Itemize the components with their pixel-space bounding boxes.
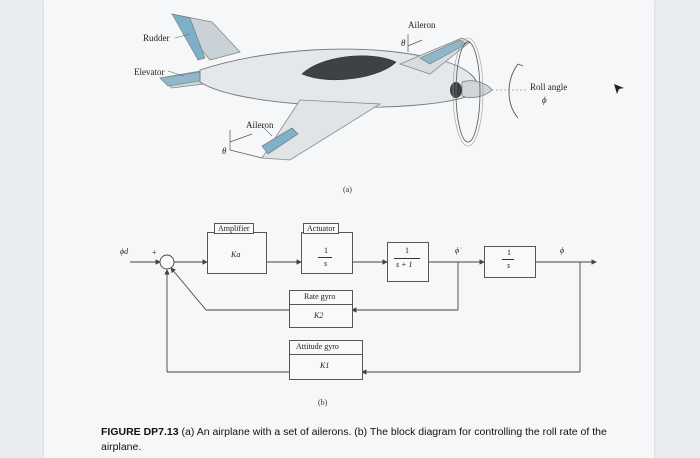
aileron-top-label: Aileron bbox=[408, 20, 436, 30]
attitude-gyro-gain: K1 bbox=[320, 361, 330, 370]
attitude-gyro-block bbox=[289, 340, 363, 380]
plant-fraction-bar bbox=[394, 258, 420, 259]
panel-b-label: (b) bbox=[318, 398, 328, 407]
plant-num: 1 bbox=[405, 246, 409, 255]
actuator-title: Actuator bbox=[303, 223, 339, 234]
roll-angle-phi: ϕ bbox=[542, 95, 547, 105]
rate-gyro-gain: K2 bbox=[314, 311, 324, 320]
amplifier-title: Amplifier bbox=[214, 223, 254, 234]
attitude-gyro-title: Attitude gyro bbox=[296, 342, 339, 351]
sum-plus-sign: + bbox=[152, 248, 157, 257]
input-phi-d-label: ϕd bbox=[120, 247, 129, 256]
caption-figure-number: FIGURE DP7.13 bbox=[101, 426, 179, 438]
plant-den: s + 1 bbox=[396, 260, 413, 269]
actuator-fraction-bar bbox=[318, 257, 332, 258]
caption-text: (a) An airplane with a set of ailerons. … bbox=[101, 426, 607, 453]
integrator-num: 1 bbox=[507, 248, 511, 257]
rate-gyro-block bbox=[289, 290, 353, 328]
amplifier-gain: Ka bbox=[231, 250, 241, 259]
mouse-cursor-icon bbox=[614, 84, 624, 94]
aileron-left-label: Aileron bbox=[246, 120, 274, 130]
theta-top-label: θ bbox=[401, 38, 406, 48]
attitude-gyro-divider bbox=[289, 354, 362, 355]
phi-output-label: ϕ bbox=[560, 246, 565, 255]
rate-gyro-divider bbox=[289, 304, 352, 305]
actuator-den: s bbox=[324, 259, 328, 268]
panel-a-label: (a) bbox=[343, 185, 352, 194]
integrator-den: s bbox=[507, 261, 511, 270]
integrator-block bbox=[484, 246, 536, 278]
plant-block bbox=[387, 242, 429, 282]
integrator-fraction-bar bbox=[502, 259, 514, 260]
rudder-label: Rudder bbox=[143, 33, 170, 43]
elevator-label: Elevator bbox=[134, 67, 165, 77]
actuator-num: 1 bbox=[324, 246, 328, 255]
roll-angle-label: Roll angle bbox=[530, 82, 568, 92]
figure-caption: FIGURE DP7.13 (a) An airplane with a set… bbox=[101, 425, 641, 455]
theta-left-label: θ bbox=[222, 146, 227, 156]
rate-gyro-title: Rate gyro bbox=[304, 292, 336, 301]
phi-dot-signal-label: ϕ̇ bbox=[455, 246, 460, 255]
